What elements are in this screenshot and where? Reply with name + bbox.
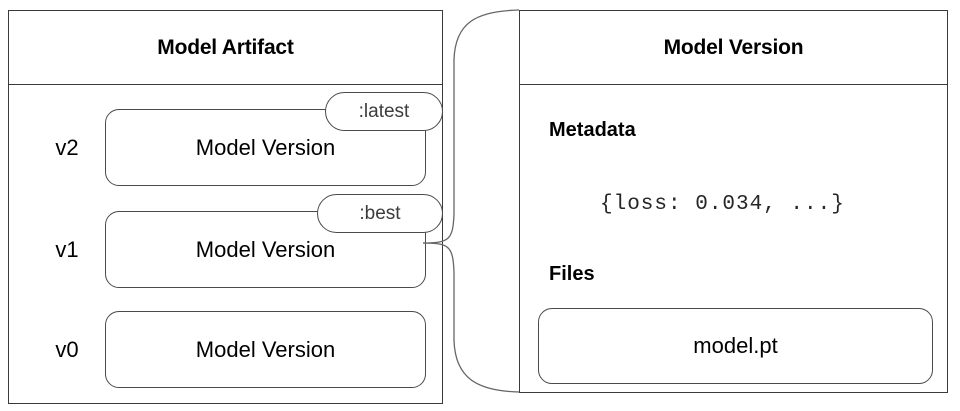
metadata-section-heading: Metadata <box>549 119 636 141</box>
version-label-v1: v1 <box>55 236 79 262</box>
model-version-box-label-v1: Model Version <box>195 236 336 262</box>
version-label-v0: v0 <box>55 336 79 362</box>
files-section-heading: Files <box>549 263 595 285</box>
model-version-panel: Model Version Metadata {loss: 0.034, ...… <box>519 10 948 393</box>
model-version-box-v1[interactable]: Model Version <box>105 211 426 288</box>
model-artifact-panel: Model Artifact v2 Model Version :latest … <box>8 10 443 404</box>
model-version-box-v0[interactable]: Model Version <box>105 311 426 388</box>
file-item-label: model.pt <box>693 333 778 358</box>
metadata-value-text: {loss: 0.034, ...} <box>600 193 845 216</box>
model-artifact-body: v2 Model Version :latest v1 Model Versio… <box>9 85 443 403</box>
tag-badge-latest[interactable]: :latest <box>325 92 443 131</box>
version-row-v0: v0 Model Version <box>9 311 442 388</box>
model-version-box-label-v2: Model Version <box>195 134 336 160</box>
tag-badge-latest-label: :latest <box>358 100 410 122</box>
model-version-header: Model Version <box>520 11 947 85</box>
model-artifact-header: Model Artifact <box>9 11 442 85</box>
model-artifact-title: Model Artifact <box>157 35 294 59</box>
tag-badge-best[interactable]: :best <box>317 194 443 233</box>
model-version-box-label-v0: Model Version <box>195 336 336 362</box>
file-item-model-pt[interactable]: model.pt <box>538 308 933 384</box>
version-row-v1: v1 Model Version :best <box>9 194 443 288</box>
version-label-v2: v2 <box>55 134 79 160</box>
tag-badge-best-label: :best <box>359 202 401 224</box>
version-row-v2: v2 Model Version :latest <box>9 92 443 186</box>
model-version-title: Model Version <box>663 35 804 59</box>
model-version-body: Metadata {loss: 0.034, ...} Files model.… <box>520 85 947 392</box>
